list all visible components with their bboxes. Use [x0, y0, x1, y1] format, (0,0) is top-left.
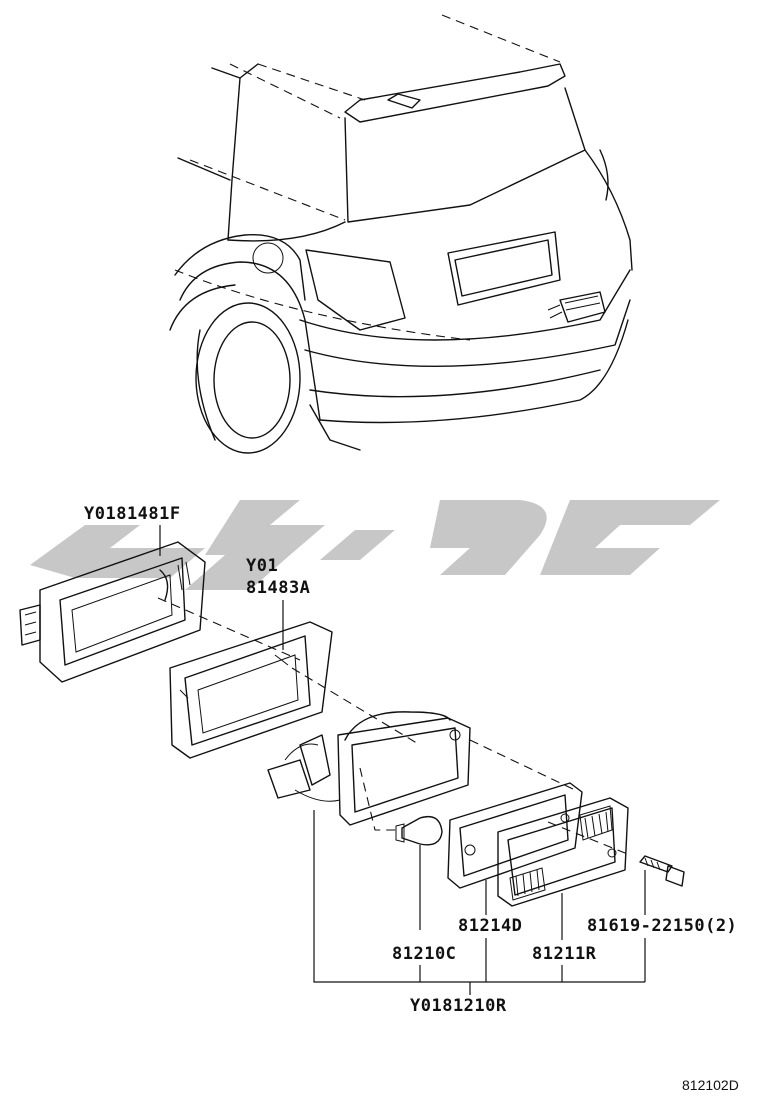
part-lens [497, 797, 629, 907]
label-part-d: 81619-22150(2) [587, 916, 737, 936]
label-part-e: 81210C [392, 944, 456, 964]
part-gasket-frame [169, 621, 333, 759]
label-part-a: Y0181481F [84, 504, 181, 524]
label-part-b-prefix: Y01 [246, 556, 278, 576]
part-lens-gasket [447, 782, 583, 889]
leader-lines [159, 525, 646, 995]
part-bulb [395, 815, 443, 846]
assembly-dashed-lines [157, 597, 631, 856]
part-screw [639, 855, 685, 887]
part-lamp-body [267, 711, 471, 826]
label-part-c: 81214D [458, 916, 522, 936]
label-part-b: 81483A [246, 578, 310, 598]
label-part-f: 81211R [532, 944, 597, 964]
car-rear-illustration [169, 14, 633, 454]
label-assembly: Y0181210R [410, 996, 507, 1016]
part-lamp-housing [19, 541, 206, 683]
diagram-code: 812102D [682, 1077, 739, 1093]
